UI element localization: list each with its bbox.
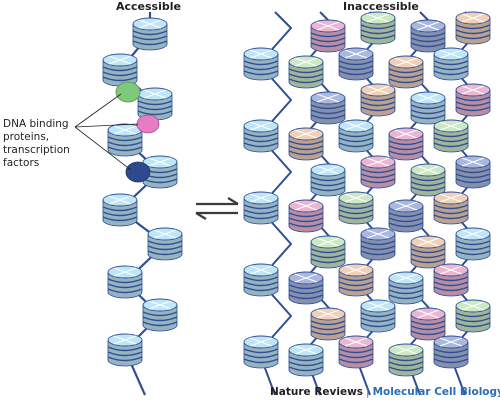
nucleosome: [410, 163, 446, 197]
nucleosome: [433, 119, 469, 153]
nucleosome: [338, 263, 374, 297]
nucleosome: [455, 155, 491, 189]
nucleosome: [360, 11, 396, 45]
nucleosome: [338, 119, 374, 153]
nucleosome: [433, 335, 469, 369]
nucleosome: [388, 271, 424, 305]
nucleosome: [455, 299, 491, 333]
nucleosome: [288, 271, 324, 305]
nucleosome: [243, 335, 279, 369]
nucleosome: [288, 127, 324, 161]
nucleosome: [455, 83, 491, 117]
nucleosome: [388, 127, 424, 161]
nucleosome: [338, 335, 374, 369]
nucleosome: [338, 191, 374, 225]
nucleosome: [410, 19, 446, 53]
nucleosome: [360, 155, 396, 189]
nucleosome: [433, 263, 469, 297]
nucleosome: [338, 47, 374, 81]
nucleosome: [243, 191, 279, 225]
nucleosome: [102, 193, 138, 227]
protein-green: [115, 81, 141, 103]
nucleosomes: [102, 11, 491, 377]
binding-proteins: [115, 81, 160, 183]
nucleosome: [142, 298, 178, 332]
label-line: transcription: [3, 144, 70, 156]
label-line: DNA binding: [3, 118, 69, 130]
figure-credit: Nature Reviews|Molecular Cell Biology: [270, 386, 500, 398]
nucleosome: [243, 119, 279, 153]
nucleosome: [310, 91, 346, 125]
nucleosome: [137, 87, 173, 121]
nucleosome: [360, 227, 396, 261]
nucleosome: [310, 19, 346, 53]
label-line: proteins,: [3, 131, 50, 143]
nucleosome: [455, 227, 491, 261]
journal-name: Molecular Cell Biology: [372, 386, 500, 398]
nucleosome: [288, 199, 324, 233]
equilibrium-arrows: [195, 197, 239, 220]
nucleosome: [310, 307, 346, 341]
annotation-pointers: [74, 93, 139, 171]
nucleosome: [455, 11, 491, 45]
nucleosome: [410, 91, 446, 125]
nucleosome: [147, 227, 183, 261]
protein-navy: [125, 161, 151, 183]
inaccessible-title: Inaccessible: [343, 0, 419, 13]
nucleosome: [433, 191, 469, 225]
label-line: factors: [3, 157, 40, 169]
nucleosome: [107, 333, 143, 367]
nucleosome: [388, 199, 424, 233]
accessible-title: Accessible: [116, 0, 181, 13]
nucleosome: [288, 343, 324, 377]
nucleosome: [310, 163, 346, 197]
nucleosome: [243, 47, 279, 81]
nucleosome: [388, 55, 424, 89]
nucleosome: [360, 299, 396, 333]
nucleosome: [388, 343, 424, 377]
nucleosome: [410, 307, 446, 341]
nucleosome: [310, 235, 346, 269]
credit-separator: |: [366, 386, 370, 398]
nucleosome: [132, 17, 168, 51]
nucleosome: [102, 53, 138, 87]
binding-proteins-label: DNA binding proteins, transcription fact…: [3, 118, 70, 170]
nucleosome: [288, 55, 324, 89]
nucleosome: [107, 123, 143, 157]
nucleosome: [360, 83, 396, 117]
protein-pink: [136, 114, 160, 134]
nucleosome: [107, 265, 143, 299]
nucleosome: [410, 235, 446, 269]
publisher-name: Nature Reviews: [270, 386, 364, 398]
nucleosome: [142, 155, 178, 189]
nucleosome: [243, 263, 279, 297]
nucleosome: [433, 47, 469, 81]
